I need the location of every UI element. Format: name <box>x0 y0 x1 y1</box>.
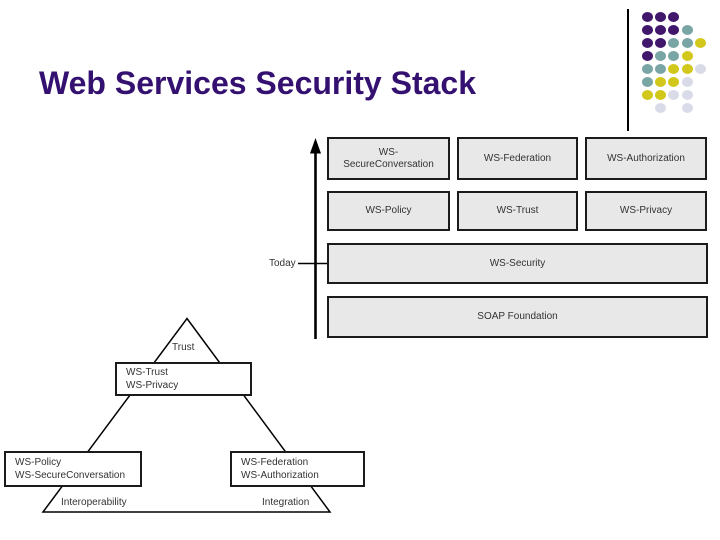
pyramid-box-trust-privacy: WS-Trust WS-Privacy <box>115 362 252 396</box>
decorative-dot <box>668 77 680 87</box>
pyramid-box-label: WS-Trust <box>126 367 168 378</box>
pyramid-box-label: WS-Federation <box>241 457 309 468</box>
stack-box-label: SOAP Foundation <box>477 311 558 322</box>
stack-box-ws-security: WS-Security <box>327 243 708 284</box>
stack-box-ws-policy: WS-Policy <box>327 191 450 231</box>
pyramid-box-label: WS-SecureConversation <box>15 470 126 481</box>
decorative-dot <box>681 25 693 35</box>
stack-box-label: WS-Privacy <box>619 205 673 216</box>
pyramid-box-label: WS-Authorization <box>241 470 319 481</box>
up-arrow-head-icon <box>310 138 321 154</box>
pyramid-triangle-outline <box>41 317 332 513</box>
decorative-dot <box>641 64 653 74</box>
pyramid-box-label: WS-Privacy <box>126 380 179 391</box>
stack-box-ws-privacy: WS-Privacy <box>585 191 707 231</box>
decorative-dot <box>641 90 653 100</box>
pyramid-box-label: WS-Policy <box>15 457 62 468</box>
decorative-dot <box>668 64 680 74</box>
decorative-dot <box>641 51 653 61</box>
stack-box-label: WS- <box>378 146 399 158</box>
stack-box-label: WS-Federation <box>483 152 552 164</box>
decorative-dot <box>654 12 666 22</box>
decorative-dot <box>681 90 693 100</box>
pyramid-box-federation-authorization: WS-Federation WS-Authorization <box>230 451 365 487</box>
decorative-dot <box>654 103 666 113</box>
stack-box-label: SecureConversation <box>343 158 434 170</box>
decorative-dot <box>668 90 680 100</box>
stack-box-ws-secureconversation: WS- SecureConversation <box>327 137 450 180</box>
stack-box-ws-authorization: WS-Authorization <box>585 137 707 180</box>
stack-box-label: WS-Trust <box>496 205 539 216</box>
decorative-dot <box>668 25 680 35</box>
decorative-dot <box>641 38 653 48</box>
decorative-dot <box>681 64 693 74</box>
decorative-dot <box>681 38 693 48</box>
decorative-dot <box>641 25 653 35</box>
decorative-dot <box>641 77 653 87</box>
decorative-dot <box>654 90 666 100</box>
pyramid-box-policy-secureconversation: WS-Policy WS-SecureConversation <box>4 451 142 487</box>
stack-box-label: WS-Policy <box>365 205 412 216</box>
decorative-dot <box>695 38 707 48</box>
stack-box-label: WS-Authorization <box>607 152 685 164</box>
decorative-dot <box>654 38 666 48</box>
decorative-dot <box>668 51 680 61</box>
decorative-dot <box>681 51 693 61</box>
today-label: Today <box>269 258 296 269</box>
decorative-dot <box>654 51 666 61</box>
decorative-dot <box>695 64 707 74</box>
decorative-dot <box>654 64 666 74</box>
pyramid-base-left-label: Interoperability <box>61 497 127 508</box>
decorative-dot <box>641 12 653 22</box>
decorative-dot <box>681 77 693 87</box>
decorative-dot <box>654 25 666 35</box>
stack-box-soap-foundation: SOAP Foundation <box>327 296 708 338</box>
stack-box-label: WS-Security <box>489 257 546 269</box>
slide-title: Web Services Security Stack <box>39 65 476 101</box>
decorative-dot <box>681 103 693 113</box>
decorative-vertical-line <box>627 9 629 131</box>
decorative-dot <box>668 12 680 22</box>
pyramid-base-right-label: Integration <box>262 497 310 508</box>
stack-box-ws-trust: WS-Trust <box>457 191 578 231</box>
decorative-dot <box>668 38 680 48</box>
decorative-dot <box>654 77 666 87</box>
pyramid-apex-label: Trust <box>172 342 195 353</box>
stack-box-ws-federation: WS-Federation <box>457 137 578 180</box>
decorative-dot-grid <box>0 0 720 140</box>
